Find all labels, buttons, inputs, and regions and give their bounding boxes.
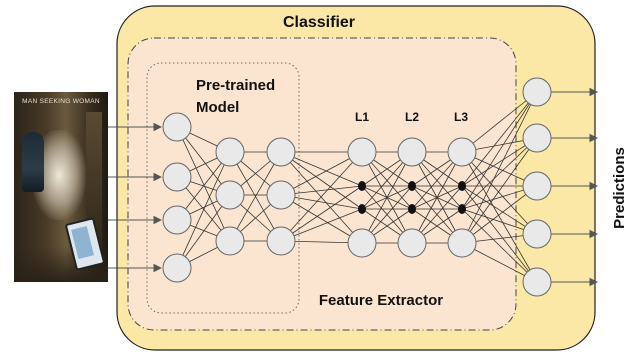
network-edge [280,151,363,210]
elided-node-dot [408,181,416,191]
predictions-label: Predictions [611,147,628,229]
neuron-node [522,171,552,201]
network-edge [461,91,538,187]
neuron-node [162,162,192,192]
network-edge [461,185,538,235]
poster-phone-screen [71,226,94,260]
neuron-node [522,77,552,107]
input-arrows [108,122,163,273]
network-edge [280,151,363,244]
network-edge [461,137,538,244]
pretrained-label-line1: Pre-trained [196,77,275,94]
network-edge [461,208,538,283]
neuron-node [266,226,296,256]
neuron-node [215,226,245,256]
network-edge [280,208,363,242]
network-edge [280,185,363,242]
output-arrows [551,87,599,287]
network-edge [176,151,231,269]
network-edge [280,151,363,187]
network-edge [461,91,538,210]
elided-node-dot [358,181,366,191]
network-edge [461,91,538,153]
movie-poster-image: MAN SEEKING WOMAN [14,92,108,282]
neuron-node [215,137,245,167]
network-edge [461,137,538,187]
elided-node-dot [408,204,416,214]
pretrained-model-box [146,62,300,314]
feature-extractor-label: Feature Extractor [319,292,443,309]
neuron-node [162,253,192,283]
elided-node-dot [458,181,466,191]
network-edge [176,126,231,242]
network-edge [176,194,231,269]
network-edge [229,151,282,242]
layer-label-l2: L2 [405,110,419,124]
neuron-node [347,228,377,258]
neuron-node [397,228,427,258]
neuron-node [522,123,552,153]
neuron-node [266,137,296,167]
neuron-node [522,219,552,249]
neuron-node [347,137,377,167]
neuron-node [162,205,192,235]
feature-extractor-box [127,37,517,331]
network-edge [461,185,538,244]
neuron-node [266,180,296,210]
pretrained-label-line2: Model [196,99,239,116]
network-edge [461,185,538,283]
network-edge [280,151,363,242]
neuron-node [162,112,192,142]
neuron-node [522,267,552,297]
layer-label-l1: L1 [355,110,369,124]
poster-figure [22,132,44,192]
network-edge [461,137,538,210]
network-edge [411,151,463,244]
network-edge [280,194,363,244]
classifier-label: Classifier [283,14,355,31]
network-edge [461,91,538,244]
poster-title: MAN SEEKING WOMAN [22,98,100,105]
layer-label-l3: L3 [454,110,468,124]
elided-node-dot [458,204,466,214]
network-edge [361,151,413,244]
neuron-node [447,228,477,258]
neuron-node [397,137,427,167]
neuron-node [215,180,245,210]
elided-node-dot [358,204,366,214]
network-nodes [162,77,552,297]
network-edge [461,151,538,283]
neuron-node [447,137,477,167]
network-edge [280,151,363,196]
network-edge [461,151,538,235]
